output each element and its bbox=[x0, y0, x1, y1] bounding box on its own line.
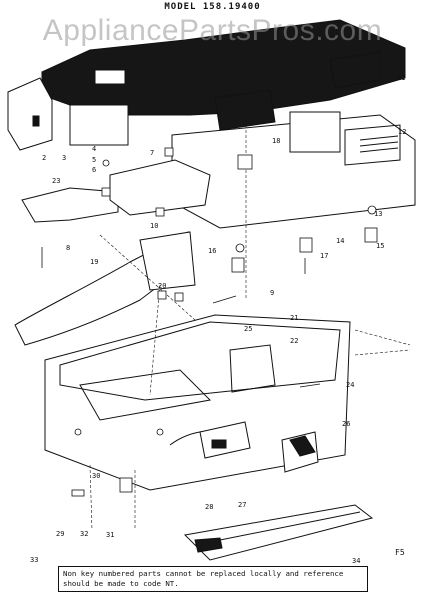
part-label: 20 bbox=[158, 282, 166, 290]
part-label: 3 bbox=[62, 154, 66, 162]
top-cover bbox=[41, 19, 406, 131]
rear-housing bbox=[171, 111, 416, 229]
part-label: 9 bbox=[270, 289, 274, 297]
switch-assembly bbox=[199, 421, 251, 459]
hardware bbox=[41, 147, 378, 497]
base-pan bbox=[44, 314, 351, 491]
part-label: 24 bbox=[346, 381, 354, 389]
part-label: 17 bbox=[320, 252, 328, 260]
part-label: 31 bbox=[106, 531, 114, 539]
part-label: 28 bbox=[205, 503, 213, 511]
part-label: 16 bbox=[208, 247, 216, 255]
part-label: 27 bbox=[238, 501, 246, 509]
watermark: AppliancePartsPros.com bbox=[42, 14, 383, 47]
winder-part bbox=[281, 431, 319, 473]
part-label: 2 bbox=[42, 154, 46, 162]
part-label: 19 bbox=[90, 258, 98, 266]
part-label: 5 bbox=[92, 156, 96, 164]
footnote: Non key numbered parts cannot be replace… bbox=[58, 566, 368, 592]
base-plate bbox=[183, 504, 374, 561]
part-label: 12 bbox=[398, 128, 406, 136]
part-label: 13 bbox=[374, 210, 382, 218]
part-label: 10 bbox=[150, 222, 158, 230]
part-label: 21 bbox=[290, 314, 298, 322]
model-title: MODEL 158.19400 bbox=[164, 2, 261, 12]
part-labels: 2 3 4 5 6 7 8 9 10 11 12 13 14 15 16 17 … bbox=[30, 74, 406, 565]
part-label: 29 bbox=[56, 530, 64, 538]
part-label: 32 bbox=[80, 530, 88, 538]
guide-lines bbox=[89, 120, 411, 531]
left-bracket bbox=[21, 159, 211, 223]
part-label: 18 bbox=[272, 137, 280, 145]
light-window bbox=[69, 104, 129, 146]
part-label: 15 bbox=[376, 242, 384, 250]
part-label: 6 bbox=[92, 166, 96, 174]
part-label: 34 bbox=[352, 557, 360, 565]
part-label: 33 bbox=[30, 556, 38, 564]
part-label: 4 bbox=[92, 145, 96, 153]
part-label: 14 bbox=[336, 237, 344, 245]
part-label: 23 bbox=[52, 177, 60, 185]
part-label: 26 bbox=[342, 420, 350, 428]
part-label: 30 bbox=[92, 472, 100, 480]
end-cap bbox=[7, 77, 53, 151]
arm bbox=[14, 231, 196, 346]
part-label: 11 bbox=[397, 74, 405, 82]
part-label: 8 bbox=[66, 244, 70, 252]
part-label: 7 bbox=[150, 149, 154, 157]
part-label: 22 bbox=[290, 337, 298, 345]
figure-id: F5 bbox=[395, 548, 405, 557]
part-label: 25 bbox=[244, 325, 252, 333]
